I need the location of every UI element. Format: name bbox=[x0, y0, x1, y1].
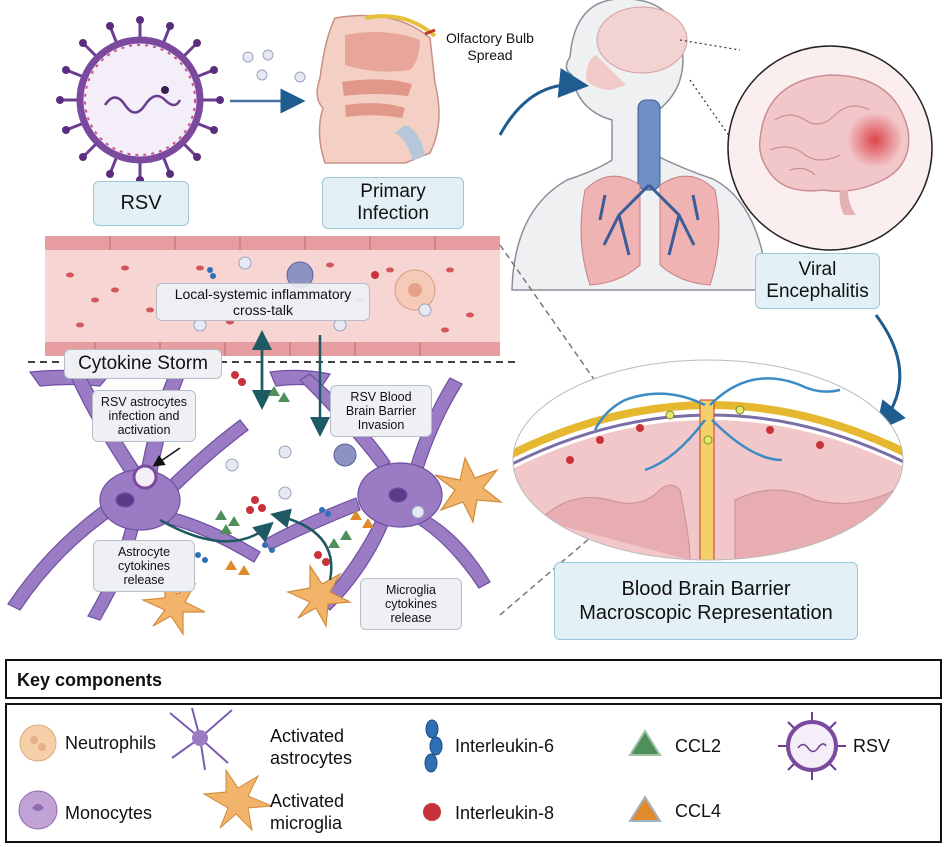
brain-inflammation-illustration bbox=[727, 45, 933, 251]
microglia-release-line3: release bbox=[390, 611, 432, 625]
arrow-to-bbb bbox=[874, 314, 906, 433]
microglia-icon bbox=[202, 768, 273, 832]
rsv-label-text: RSV bbox=[120, 192, 162, 214]
olfactory-bulb-line2: Spread bbox=[467, 47, 513, 63]
key-ccl4: CCL4 bbox=[675, 801, 722, 821]
key-microglia-line2: microglia bbox=[270, 813, 343, 833]
bbb-macroscopic-line2: Macroscopic Representation bbox=[579, 602, 833, 624]
rsv-virus-illustration bbox=[56, 16, 224, 184]
key-icons bbox=[18, 707, 846, 832]
infecting-virus bbox=[132, 464, 158, 490]
cytokine-storm-label: Cytokine Storm bbox=[64, 349, 222, 379]
microglia-release-label: Microglia cytokines release bbox=[360, 578, 462, 630]
rsv-label: RSV bbox=[93, 181, 189, 226]
astrocyte-infection-line1: RSV astrocytes bbox=[100, 395, 188, 409]
key-components-header: Key components bbox=[5, 659, 942, 699]
rsv-icon bbox=[778, 712, 846, 780]
il6-icon bbox=[424, 719, 443, 773]
il8-icon bbox=[423, 803, 441, 821]
key-rsv: RSV bbox=[853, 736, 891, 756]
leader-dotted-top bbox=[679, 39, 741, 51]
nasal-cavity-illustration bbox=[316, 14, 440, 164]
arrow-infection bbox=[152, 447, 181, 467]
key-astrocytes-line2: astrocytes bbox=[270, 748, 353, 768]
bbb-invasion-line3: Invasion bbox=[357, 418, 405, 432]
key-components-title: Key components bbox=[17, 670, 163, 690]
olfactory-bulb-line1: Olfactory Bulb bbox=[446, 30, 534, 46]
ccl2-icon bbox=[628, 729, 662, 756]
key-il8: Interleukin-8 bbox=[455, 803, 555, 823]
astrocyte-release-line3: release bbox=[123, 573, 165, 587]
key-ccl2: CCL2 bbox=[675, 736, 722, 756]
bbb-invasion-line1: RSV Blood bbox=[350, 390, 412, 404]
viral-encephalitis-line1: Viral bbox=[798, 259, 837, 280]
key-monocytes: Monocytes bbox=[65, 803, 153, 823]
microglia-release-line1: Microglia bbox=[385, 583, 436, 597]
ccl4-icon bbox=[628, 795, 662, 822]
key-microglia: Activated microglia bbox=[270, 790, 344, 834]
astrocyte-icon bbox=[169, 707, 233, 771]
astrocyte-release-line2: cytokines bbox=[117, 559, 171, 573]
neutrophil-icon bbox=[19, 724, 57, 762]
primary-infection-label: Primary Infection bbox=[322, 177, 464, 229]
key-microglia-line1: Activated bbox=[270, 791, 345, 811]
primary-infection-line1: Primary bbox=[360, 181, 426, 202]
key-astrocytes-line1: Activated bbox=[270, 726, 345, 746]
key-il6: Interleukin-6 bbox=[455, 736, 555, 756]
microglia-release-line2: cytokines bbox=[384, 597, 438, 611]
key-neutrophils: Neutrophils bbox=[65, 733, 157, 753]
bbb-macroscopic-label: Blood Brain Barrier Macroscopic Represen… bbox=[554, 562, 858, 640]
key-astrocytes: Activated astrocytes bbox=[270, 725, 352, 769]
astrocyte-infection-label: RSV astrocytes infection and activation bbox=[92, 390, 196, 442]
astrocyte-release-label: Astrocyte cytokines release bbox=[93, 540, 195, 592]
astrocyte-release-line1: Astrocyte bbox=[117, 545, 171, 559]
cytokine-molecules bbox=[193, 256, 432, 575]
bbb-invasion-line2: Brain Barrier bbox=[345, 404, 417, 418]
astrocyte-infection-line2: infection and bbox=[108, 409, 180, 423]
olfactory-bulb-label: Olfactory Bulb Spread bbox=[430, 30, 550, 64]
cytokine-storm-text: Cytokine Storm bbox=[78, 353, 208, 374]
cross-talk-label: Local-systemic inflammatory cross-talk bbox=[156, 283, 370, 321]
bbb-macroscopic-line1: Blood Brain Barrier bbox=[621, 578, 791, 600]
cytokine-flow-arrows bbox=[159, 330, 333, 581]
viral-encephalitis-label: Viral Encephalitis bbox=[755, 253, 880, 309]
astrocyte-infection-line3: activation bbox=[117, 423, 171, 437]
cross-talk-line1: Local-systemic inflammatory bbox=[174, 286, 352, 302]
arrow-to-body bbox=[498, 67, 589, 136]
primary-infection-line2: Infection bbox=[357, 203, 429, 224]
viral-encephalitis-line2: Encephalitis bbox=[766, 281, 869, 302]
cross-talk-line2: cross-talk bbox=[233, 302, 293, 318]
key-components-box bbox=[5, 703, 942, 843]
bbb-invasion-label: RSV Blood Brain Barrier Invasion bbox=[330, 385, 432, 437]
